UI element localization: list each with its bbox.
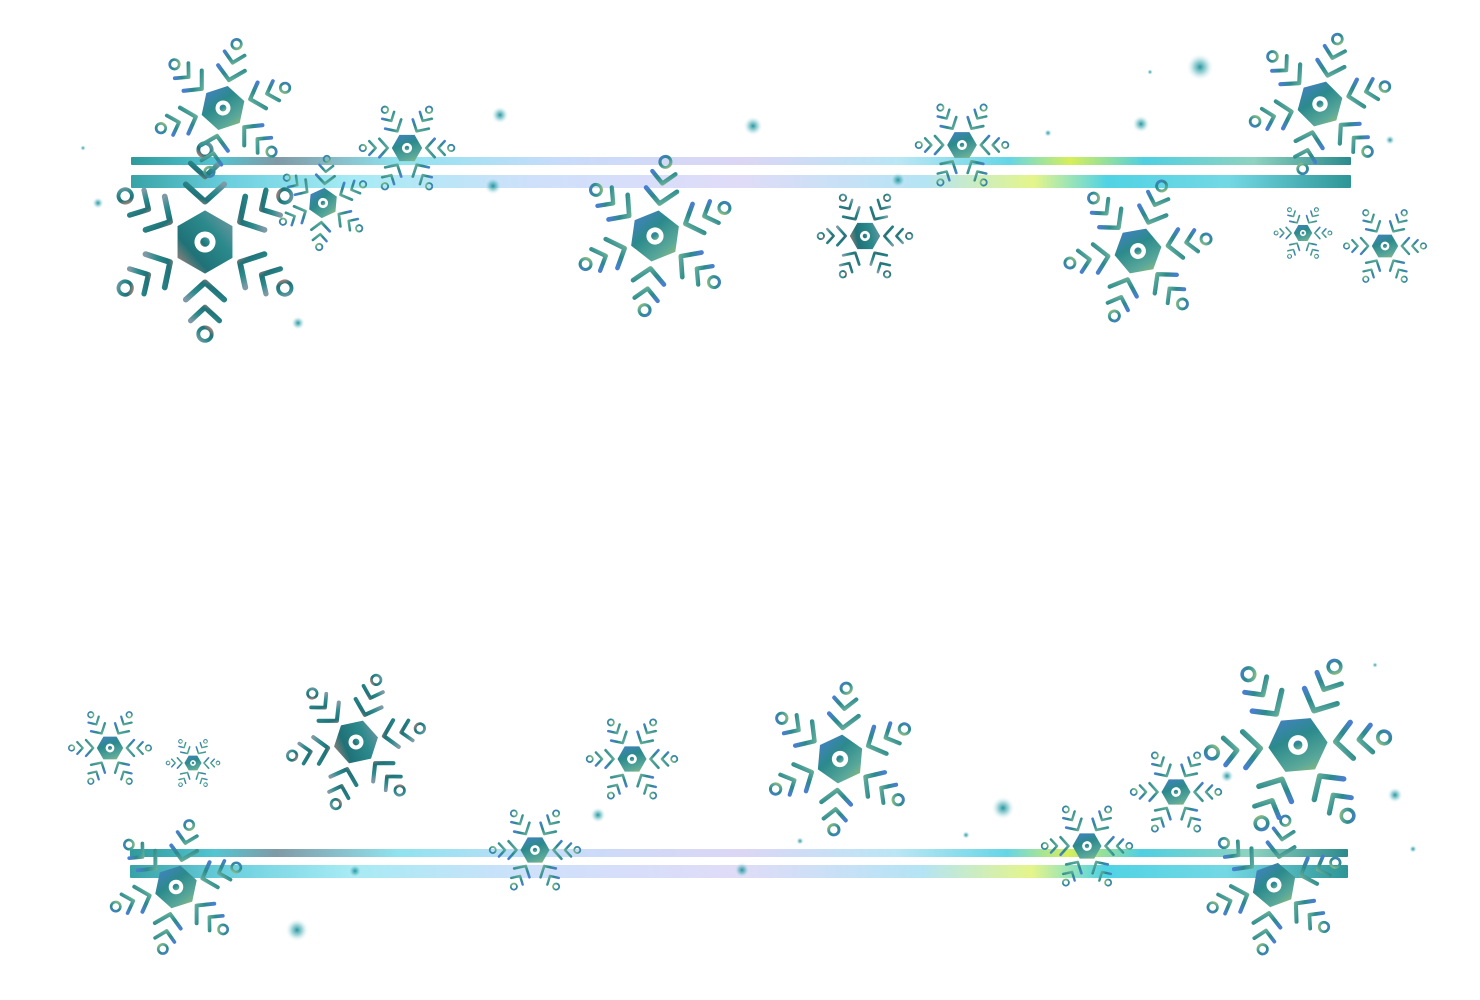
snowflake-icon [802, 172, 928, 300]
snowflake-icon [567, 146, 743, 327]
snowflake-icon [760, 677, 920, 842]
snowflake-icon [55, 692, 165, 803]
snowflake-icon [1265, 194, 1342, 272]
snowflake-icon [1234, 16, 1405, 191]
bottom-snowflakes [55, 623, 1418, 967]
top-stripe-band [131, 157, 1351, 188]
snowflake-icon [900, 83, 1024, 208]
snowflake-icon [1195, 804, 1352, 965]
snowflake-icon [270, 655, 442, 830]
snowflake-icon [1178, 623, 1418, 866]
snowflake-icon [98, 807, 254, 967]
snowflake-icon [157, 727, 228, 799]
snowflake-icon [344, 84, 470, 212]
snowflake-icon [142, 25, 303, 190]
snowflake-icon [1027, 785, 1148, 907]
snowflake-icon [1330, 190, 1440, 301]
snowflake-icon [475, 789, 596, 911]
snowflake-icon [572, 698, 693, 820]
sparkle-dots [80, 53, 1417, 942]
